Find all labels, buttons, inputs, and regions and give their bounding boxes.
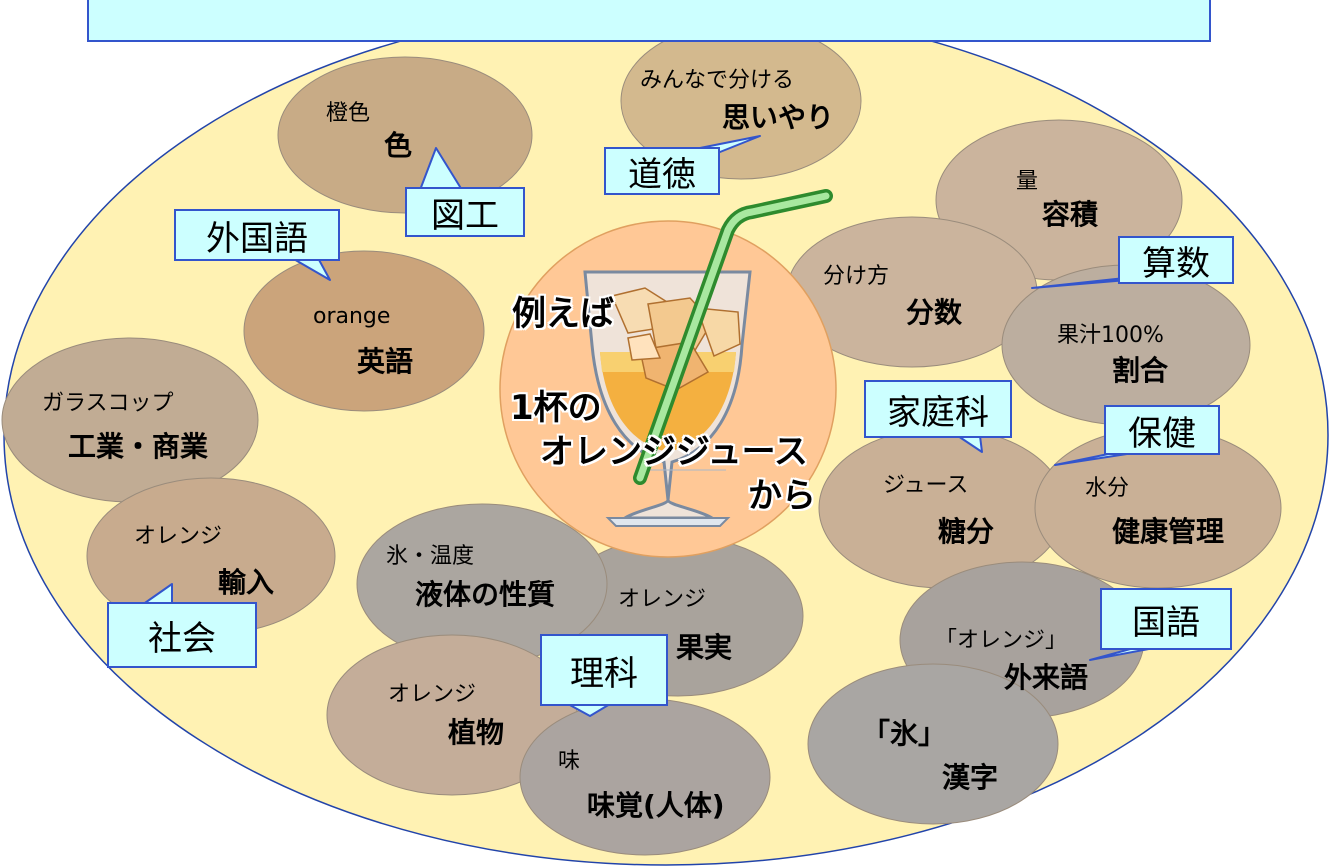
color-sub-label: 橙色 <box>326 101 371 126</box>
bubble-kanji <box>807 663 1059 825</box>
loanword-sub-label: 「オレンジ」 <box>935 628 1068 653</box>
center-text-one-cup: 1杯の <box>510 388 602 428</box>
plant-main-label: 植物 <box>448 716 505 749</box>
bubble-english <box>243 250 485 412</box>
thought-sub-label: みんなで分ける <box>640 68 795 93</box>
fruit-main-label: 果実 <box>676 631 733 664</box>
subject-label-foreign: 外国語 <box>174 209 340 261</box>
health-sub-label: 水分 <box>1085 476 1130 501</box>
thought-main-label: 思いやり <box>722 101 835 134</box>
subject-label-moral: 道徳 <box>604 147 720 195</box>
center-text-orange-juice: オレンジジュース <box>540 432 808 472</box>
liquid-main-label: 液体の性質 <box>415 578 556 611</box>
import-sub-label: オレンジ <box>134 524 223 549</box>
health-main-label: 健康管理 <box>1112 515 1225 548</box>
loanword-main-label: 外来語 <box>1004 661 1089 694</box>
kanji-main-label: 漢字 <box>942 761 999 794</box>
subject-label-japanese: 国語 <box>1100 588 1232 650</box>
subject-label-social: 社会 <box>107 602 257 668</box>
english-main-label: 英語 <box>357 345 414 378</box>
fruit-sub-label: オレンジ <box>618 587 707 612</box>
import-main-label: 輸入 <box>218 566 275 599</box>
english-sub-label: orange <box>313 304 391 329</box>
kanji-sub-label: 「氷」 <box>862 717 947 750</box>
volume-sub-label: 量 <box>1016 169 1039 194</box>
juice-glass-image <box>583 189 833 527</box>
center-text-example: 例えば <box>512 294 614 334</box>
volume-main-label: 容積 <box>1042 198 1099 231</box>
plant-sub-label: オレンジ <box>388 682 477 707</box>
subject-label-science: 理科 <box>540 634 668 706</box>
liquid-sub-label: 氷・温度 <box>386 544 475 569</box>
subject-label-health: 保健 <box>1104 405 1220 455</box>
subject-label-home: 家庭科 <box>864 380 1012 438</box>
center-text-from: から <box>748 476 816 516</box>
color-main-label: 色 <box>384 129 413 162</box>
bubble-industry <box>1 337 259 503</box>
top-banner <box>87 0 1211 42</box>
taste-sub-label: 味 <box>558 749 581 774</box>
sugar-sub-label: ジュース <box>883 473 969 498</box>
fraction-main-label: 分数 <box>906 296 963 329</box>
industry-sub-label: ガラスコップ <box>42 391 174 416</box>
taste-main-label: 味覚(人体) <box>587 789 725 822</box>
ratio-sub-label: 果汁100% <box>1057 323 1164 348</box>
subject-label-math: 算数 <box>1118 236 1234 284</box>
industry-main-label: 工業・商業 <box>68 430 209 463</box>
subject-label-art: 図工 <box>405 187 525 237</box>
sugar-main-label: 糖分 <box>938 515 995 548</box>
bubble-taste <box>519 698 771 856</box>
ratio-main-label: 割合 <box>1112 354 1169 387</box>
fraction-sub-label: 分け方 <box>823 264 890 289</box>
